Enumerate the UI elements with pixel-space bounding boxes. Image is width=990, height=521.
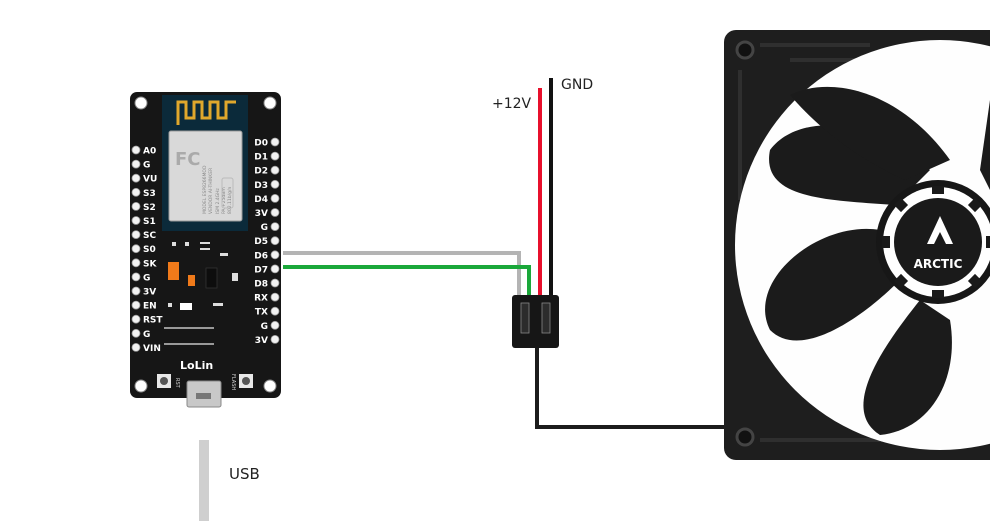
pin-hole bbox=[270, 278, 280, 288]
left-pin-vu: VU bbox=[143, 175, 157, 185]
rst-button-label: RST bbox=[174, 378, 180, 389]
mount-hole bbox=[134, 379, 148, 393]
flash-button bbox=[239, 374, 253, 388]
antenna-trace bbox=[176, 100, 236, 125]
nodemcu-board: FC MODEL ESP8266MOD VENDOR AI-THINKER IS… bbox=[130, 92, 281, 408]
pin-hole bbox=[131, 258, 141, 268]
left-pin-s1: S1 bbox=[143, 217, 156, 227]
left-pin-s2: S2 bbox=[143, 203, 156, 213]
fan-screw-hole bbox=[735, 40, 755, 60]
pin-hole bbox=[131, 272, 141, 282]
esp-module: FC MODEL ESP8266MOD VENDOR AI-THINKER IS… bbox=[162, 95, 248, 231]
gnd-label: GND bbox=[561, 77, 593, 93]
left-pin-g: G bbox=[143, 273, 150, 283]
pin-hole bbox=[131, 201, 141, 211]
pin-hole bbox=[131, 300, 141, 310]
pin-hole bbox=[270, 334, 280, 344]
board-components bbox=[164, 242, 238, 345]
left-pin-sc: SC bbox=[143, 231, 156, 241]
usb-label: USB bbox=[229, 465, 260, 483]
right-pin-g: G bbox=[261, 322, 268, 332]
pin-hole bbox=[270, 208, 280, 217]
pin-hole bbox=[270, 236, 280, 246]
right-pin-d7: D7 bbox=[254, 265, 268, 275]
module-text: MODEL ESP8266MOD VENDOR AI-THINKER ISM 2… bbox=[202, 165, 233, 214]
fan-screw-hole bbox=[735, 427, 755, 447]
left-pin-3v: 3V bbox=[143, 288, 156, 298]
pin-hole bbox=[131, 342, 141, 352]
hub-teeth bbox=[882, 186, 990, 298]
mount-hole bbox=[263, 96, 277, 110]
pin-hole bbox=[270, 137, 280, 147]
left-pin-en: EN bbox=[143, 302, 157, 312]
pin-hole bbox=[131, 230, 141, 240]
right-pin-rx: RX bbox=[254, 294, 268, 304]
left-pin-g: G bbox=[143, 330, 150, 340]
pin-hole bbox=[270, 306, 280, 316]
fan-blades bbox=[765, 86, 990, 435]
svg-text:802.11b/g/n: 802.11b/g/n bbox=[227, 187, 233, 214]
fan-lead-wire bbox=[535, 345, 730, 429]
right-pin-3v: 3V bbox=[255, 209, 268, 219]
pin-hole bbox=[131, 328, 141, 338]
left-pin-s0: S0 bbox=[143, 245, 156, 255]
frame-ribs bbox=[738, 43, 880, 442]
pin-hole bbox=[270, 320, 280, 330]
right-pin-3v: 3V bbox=[255, 336, 268, 346]
d6-signal-wire bbox=[283, 251, 521, 298]
left-pin-sk: SK bbox=[143, 259, 157, 269]
svg-text:MODEL ESP8266MOD: MODEL ESP8266MOD bbox=[202, 165, 208, 214]
fan-brand: ARCTIC bbox=[914, 257, 963, 271]
fan-connector bbox=[512, 295, 559, 348]
right-pin-d8: D8 bbox=[254, 280, 268, 290]
pin-hole bbox=[131, 314, 141, 324]
right-pin-tx: TX bbox=[255, 308, 268, 318]
plus12v-label: +12V bbox=[492, 96, 532, 112]
pin-hole bbox=[270, 264, 280, 274]
right-pin-d1: D1 bbox=[254, 153, 268, 163]
pin-hole bbox=[270, 179, 280, 189]
mount-hole bbox=[134, 96, 148, 110]
d7-signal-wire bbox=[283, 265, 531, 298]
right-pin-g: G bbox=[261, 223, 268, 233]
right-pin-d5: D5 bbox=[254, 237, 268, 247]
right-pin-d3: D3 bbox=[254, 181, 268, 191]
svg-text:VENDOR AI-THINKER: VENDOR AI-THINKER bbox=[208, 168, 214, 214]
svg-text:ISM 2.4GHz: ISM 2.4GHz bbox=[215, 187, 221, 214]
right-pin-d2: D2 bbox=[254, 167, 268, 177]
fcc-mark: FC bbox=[175, 149, 201, 170]
arctic-logo-icon bbox=[927, 216, 953, 244]
pin-hole bbox=[131, 216, 141, 225]
left-pin-vin: VIN bbox=[143, 344, 161, 354]
pin-hole bbox=[270, 250, 280, 260]
right-pin-d4: D4 bbox=[254, 195, 268, 205]
right-pin-d0: D0 bbox=[254, 139, 268, 149]
mount-hole bbox=[263, 379, 277, 393]
wires bbox=[199, 78, 730, 521]
svg-text:PA +25dBm: PA +25dBm bbox=[221, 187, 227, 214]
left-pin-a0: A0 bbox=[143, 147, 156, 157]
pin-hole bbox=[270, 292, 280, 302]
pin-hole bbox=[270, 193, 280, 203]
pin-hole bbox=[270, 151, 280, 161]
pin-hole bbox=[131, 145, 141, 155]
pin-hole bbox=[131, 286, 141, 296]
rst-button bbox=[157, 374, 171, 388]
pin-hole bbox=[131, 173, 141, 183]
pin-hole bbox=[131, 159, 141, 169]
pin-hole bbox=[270, 165, 280, 175]
pin-hole bbox=[270, 222, 280, 232]
left-pin-rst: RST bbox=[143, 316, 163, 326]
flash-button-label: FLASH bbox=[230, 374, 236, 390]
left-pin-g: G bbox=[143, 161, 150, 171]
right-pin-d6: D6 bbox=[254, 251, 268, 261]
pin-hole bbox=[131, 244, 141, 254]
left-pin-s3: S3 bbox=[143, 189, 156, 199]
pin-hole bbox=[131, 187, 141, 197]
board-name: LoLin bbox=[180, 359, 213, 372]
arctic-fan: ARCTIC bbox=[724, 30, 990, 460]
